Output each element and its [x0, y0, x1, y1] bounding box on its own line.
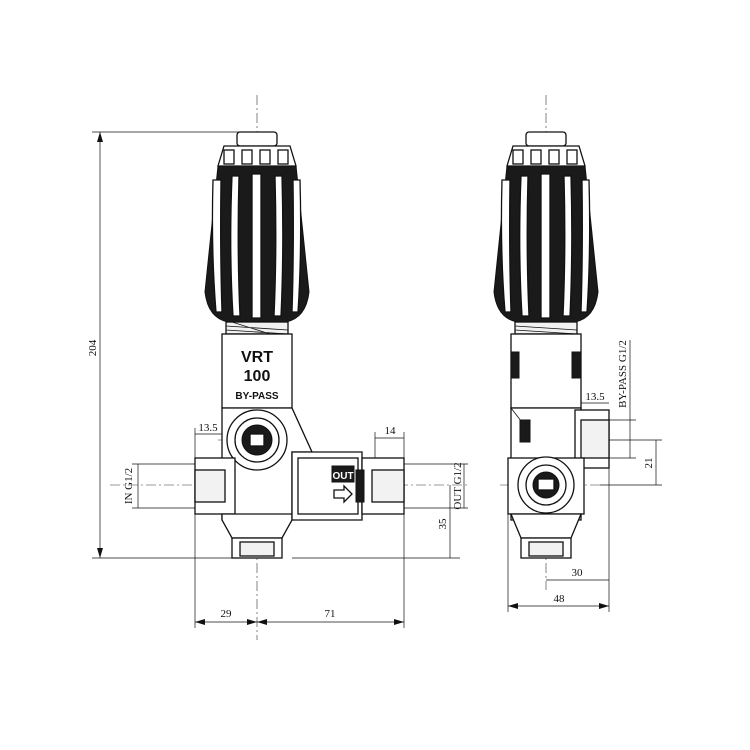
knob-rib	[500, 179, 512, 313]
knob-top-slot	[566, 149, 578, 165]
gauge-port-bore	[249, 433, 265, 447]
out-tag: OUT	[332, 471, 353, 482]
body-edge	[291, 407, 313, 453]
knob-rib	[562, 175, 573, 317]
dim-arrow	[257, 619, 267, 625]
dim-arrow	[247, 619, 257, 625]
knob-top-slot	[277, 149, 289, 165]
spring-coil	[225, 321, 289, 335]
knob-rib	[519, 175, 530, 317]
knob-rib	[540, 173, 551, 319]
side-bottom-plug-inner	[528, 541, 564, 557]
knob-top-slot	[259, 149, 271, 165]
dim-35: 35	[437, 518, 449, 530]
out-tag-bg	[331, 465, 355, 483]
model-label: 100	[244, 368, 271, 385]
dim-arrow	[599, 603, 609, 609]
dim-13-5-side: 13.5	[585, 391, 605, 403]
dim-arrow	[508, 603, 518, 609]
knob-rib	[230, 175, 241, 317]
inlet-thread	[194, 469, 226, 503]
knob-top-slot	[512, 149, 524, 165]
side-label-edge	[510, 351, 520, 379]
bypass-label: BY-PASS	[235, 391, 278, 402]
knob-top-slot	[548, 149, 560, 165]
bottom-plug-inner	[239, 541, 275, 557]
side-knob-cap	[525, 131, 567, 147]
knob-cap	[236, 131, 278, 147]
knob-rib	[580, 179, 591, 313]
bypass-port-label: BY-PASS G1/2	[617, 340, 629, 408]
knob-top-slot	[530, 149, 542, 165]
dim-arrow	[97, 548, 103, 558]
bypass-thread	[580, 419, 610, 459]
knob-rib	[251, 173, 262, 319]
side-label-edge	[571, 351, 582, 379]
spring-collar	[225, 321, 289, 335]
outlet-check-valve	[355, 469, 365, 503]
side-inlet-bore	[537, 478, 555, 491]
lower-body	[221, 513, 293, 539]
side-view	[493, 95, 610, 590]
side-spring-coil	[514, 325, 578, 335]
side-dimensions: 13.5 BY-PASS G1/2 21 30 48	[507, 340, 662, 612]
dim-29: 29	[221, 608, 233, 620]
side-marking	[519, 419, 531, 443]
front-dimensions: 204 13.5 14 IN G1/2 OUT G1/2 35 29 7	[87, 131, 468, 628]
adjustment-knob	[204, 131, 310, 323]
label-body	[221, 333, 293, 409]
knob-top-slot	[241, 149, 253, 165]
flow-arrow-icon	[333, 484, 353, 504]
dim-13-5-left: 13.5	[198, 422, 218, 434]
side-label-body	[510, 333, 582, 409]
out-port-label: OUT G1/2	[452, 462, 464, 509]
dim-arrow	[195, 619, 205, 625]
dim-14: 14	[385, 425, 397, 437]
dim-48: 48	[554, 593, 566, 605]
knob-rib	[273, 175, 284, 317]
knob-rib	[291, 179, 302, 313]
front-view: VRT 100 BY-PASS OUT	[110, 95, 470, 640]
dim-30: 30	[572, 567, 584, 579]
outlet-thread	[371, 469, 405, 503]
dim-21: 21	[643, 458, 655, 469]
dim-arrow	[97, 132, 103, 142]
dim-arrow	[394, 619, 404, 625]
in-port-label: IN G1/2	[123, 468, 135, 504]
dim-204: 204	[87, 339, 99, 356]
knob-top-slot	[223, 149, 235, 165]
dim-71: 71	[325, 608, 336, 620]
side-lower-body	[510, 513, 582, 539]
vrt-label: VRT	[241, 349, 273, 366]
knob-rib	[211, 179, 223, 313]
